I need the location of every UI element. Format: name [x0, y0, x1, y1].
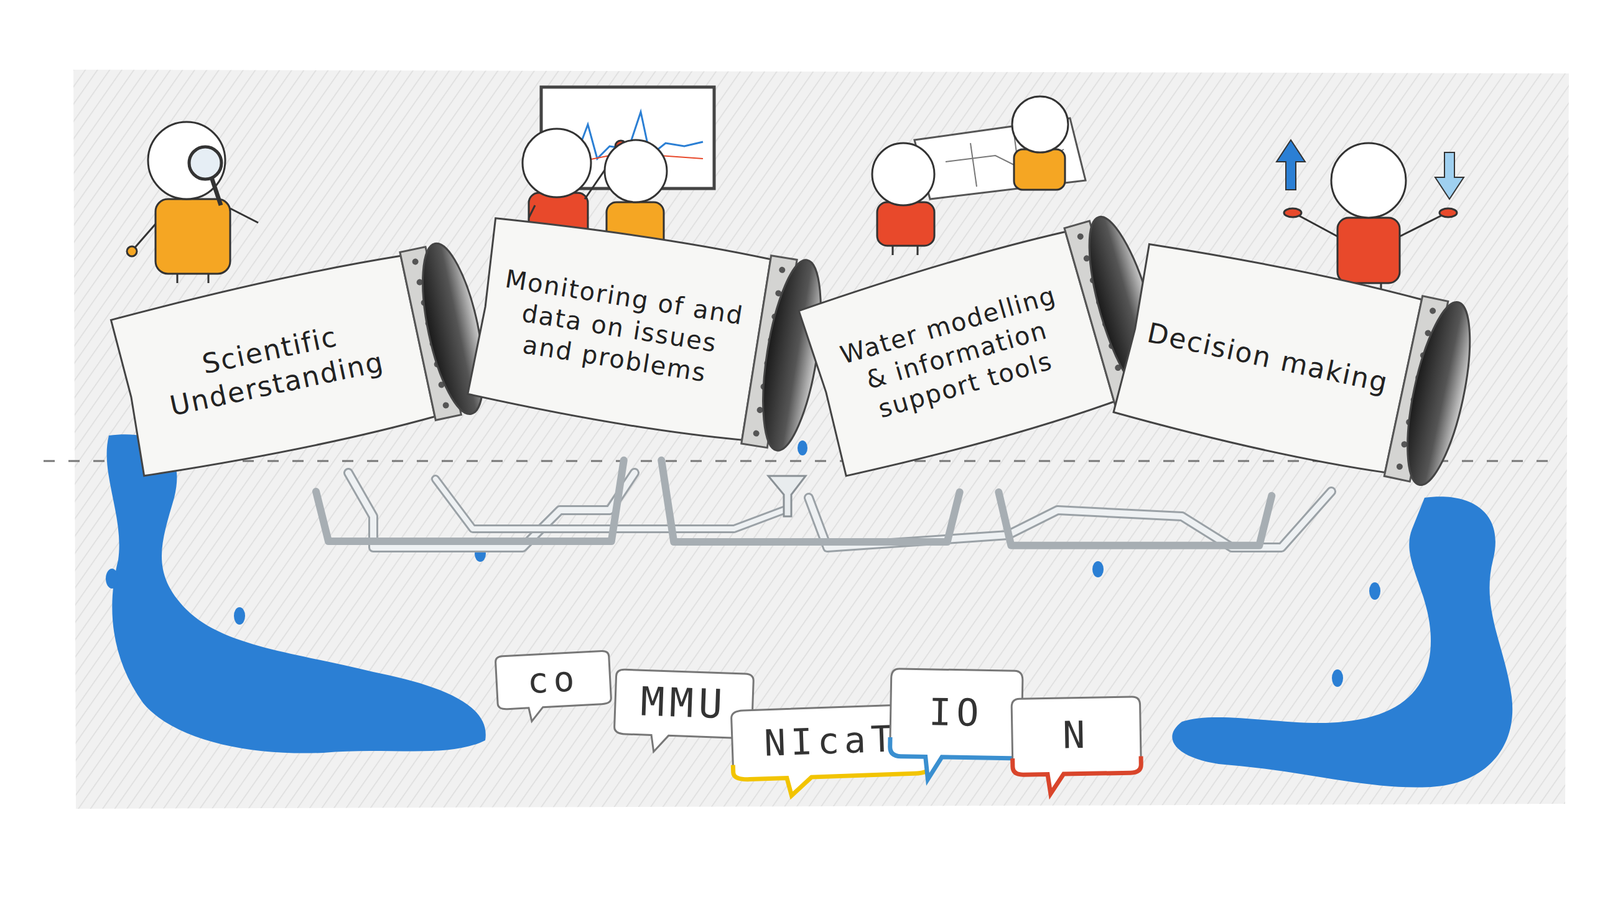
- up-arrow: [1276, 139, 1306, 190]
- water-drop: [105, 568, 119, 589]
- bubble-letters: N: [1008, 692, 1144, 777]
- person-figure: [872, 96, 1069, 256]
- pipe-opening: [1394, 296, 1483, 490]
- pipe-box: Monitoring of and data on issues and pro…: [454, 202, 832, 461]
- pipe-box: Water modelling & information support to…: [784, 204, 1175, 493]
- bubble-accent: [889, 737, 1022, 781]
- rivet: [1428, 307, 1437, 315]
- tube-connector: [316, 460, 624, 542]
- pipe-label: Scientific Understanding: [125, 265, 422, 468]
- rivet: [752, 429, 760, 437]
- rivet: [1395, 462, 1404, 471]
- bubble-accent: [1012, 755, 1141, 794]
- speech-bubble: co: [492, 647, 615, 726]
- bubble-letters: co: [492, 647, 614, 712]
- tube-network: [348, 472, 1332, 548]
- pipe-body: [110, 253, 436, 482]
- rivet: [778, 266, 786, 274]
- pipe-box: Decision making: [1099, 228, 1482, 496]
- pipe-label: Decision making: [1127, 251, 1408, 463]
- water-drop: [233, 607, 246, 625]
- rivet: [1076, 232, 1085, 241]
- water-drop: [797, 440, 808, 456]
- speech-bubble: N: [1008, 692, 1145, 798]
- pipe-body: [466, 213, 771, 444]
- water-drop: [1092, 561, 1104, 578]
- down-arrow: [1435, 152, 1464, 200]
- person-figure: [126, 121, 259, 284]
- pipe-body: [797, 229, 1116, 482]
- tube-connector: [661, 460, 960, 542]
- speech-bubble: IO: [886, 663, 1026, 785]
- pipe-body: [1112, 239, 1423, 476]
- pipe-box: Scientific Understanding: [97, 232, 495, 492]
- pipe-label: Water modelling & information support to…: [813, 242, 1100, 468]
- hatched-background: [73, 69, 1569, 809]
- funnel: [768, 475, 806, 517]
- water-splash: [106, 434, 486, 753]
- rivet: [442, 401, 450, 410]
- water-drop: [1369, 582, 1381, 600]
- rivet: [411, 258, 420, 266]
- tube-connector: [998, 492, 1272, 546]
- water-drop: [1331, 669, 1344, 687]
- bubble-letters: IO: [887, 663, 1026, 761]
